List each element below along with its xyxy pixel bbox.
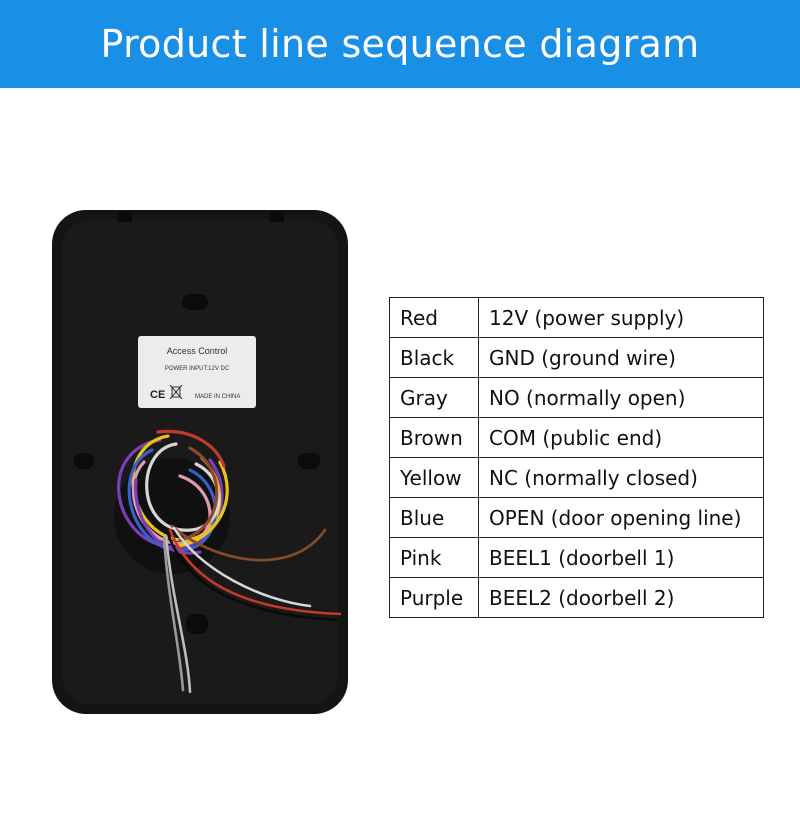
top-clip-left (118, 212, 132, 222)
label-title: Access Control (167, 346, 228, 356)
screw-slot-top (182, 294, 208, 310)
wire-color-cell: Black (389, 337, 479, 378)
wire-color-cell: Blue (389, 497, 479, 538)
wire-color-cell: Brown (389, 417, 479, 458)
wire-leads (162, 524, 342, 694)
wire-function-cell: 12V (power supply) (478, 297, 764, 338)
wire-function-cell: BEEL2 (doorbell 2) (478, 577, 764, 618)
wire-color-cell: Pink (389, 537, 479, 578)
top-clip-right (270, 212, 284, 222)
wire-color-cell: Purple (389, 577, 479, 618)
wire-color-cell: Gray (389, 377, 479, 418)
screw-slot-bottom (186, 614, 208, 634)
page-title: Product line sequence diagram (100, 22, 700, 66)
screw-slot-right (298, 453, 320, 469)
label-power: POWER INPUT:12V DC (165, 366, 230, 372)
wire-function-cell: OPEN (door opening line) (478, 497, 764, 538)
device-illustration: Access Control POWER INPUT:12V DC CE MAD… (52, 210, 348, 714)
wire-color-cell: Red (389, 297, 479, 338)
label-ce-mark: CE (150, 389, 165, 401)
screw-slot-left (74, 453, 94, 469)
wire-function-cell: BEEL1 (doorbell 1) (478, 537, 764, 578)
product-label (138, 336, 256, 408)
device-photo: Access Control POWER INPUT:12V DC CE MAD… (40, 200, 360, 720)
wire-function-cell: NC (normally closed) (478, 457, 764, 498)
wire-color-cell: Yellow (389, 457, 479, 498)
weee-bin-icon (169, 384, 183, 400)
wire-function-cell: COM (public end) (478, 417, 764, 458)
label-made-in: MADE IN CHINA (195, 394, 240, 400)
wire-function-cell: NO (normally open) (478, 377, 764, 418)
title-banner: Product line sequence diagram (0, 0, 800, 88)
wire-function-cell: GND (ground wire) (478, 337, 764, 378)
